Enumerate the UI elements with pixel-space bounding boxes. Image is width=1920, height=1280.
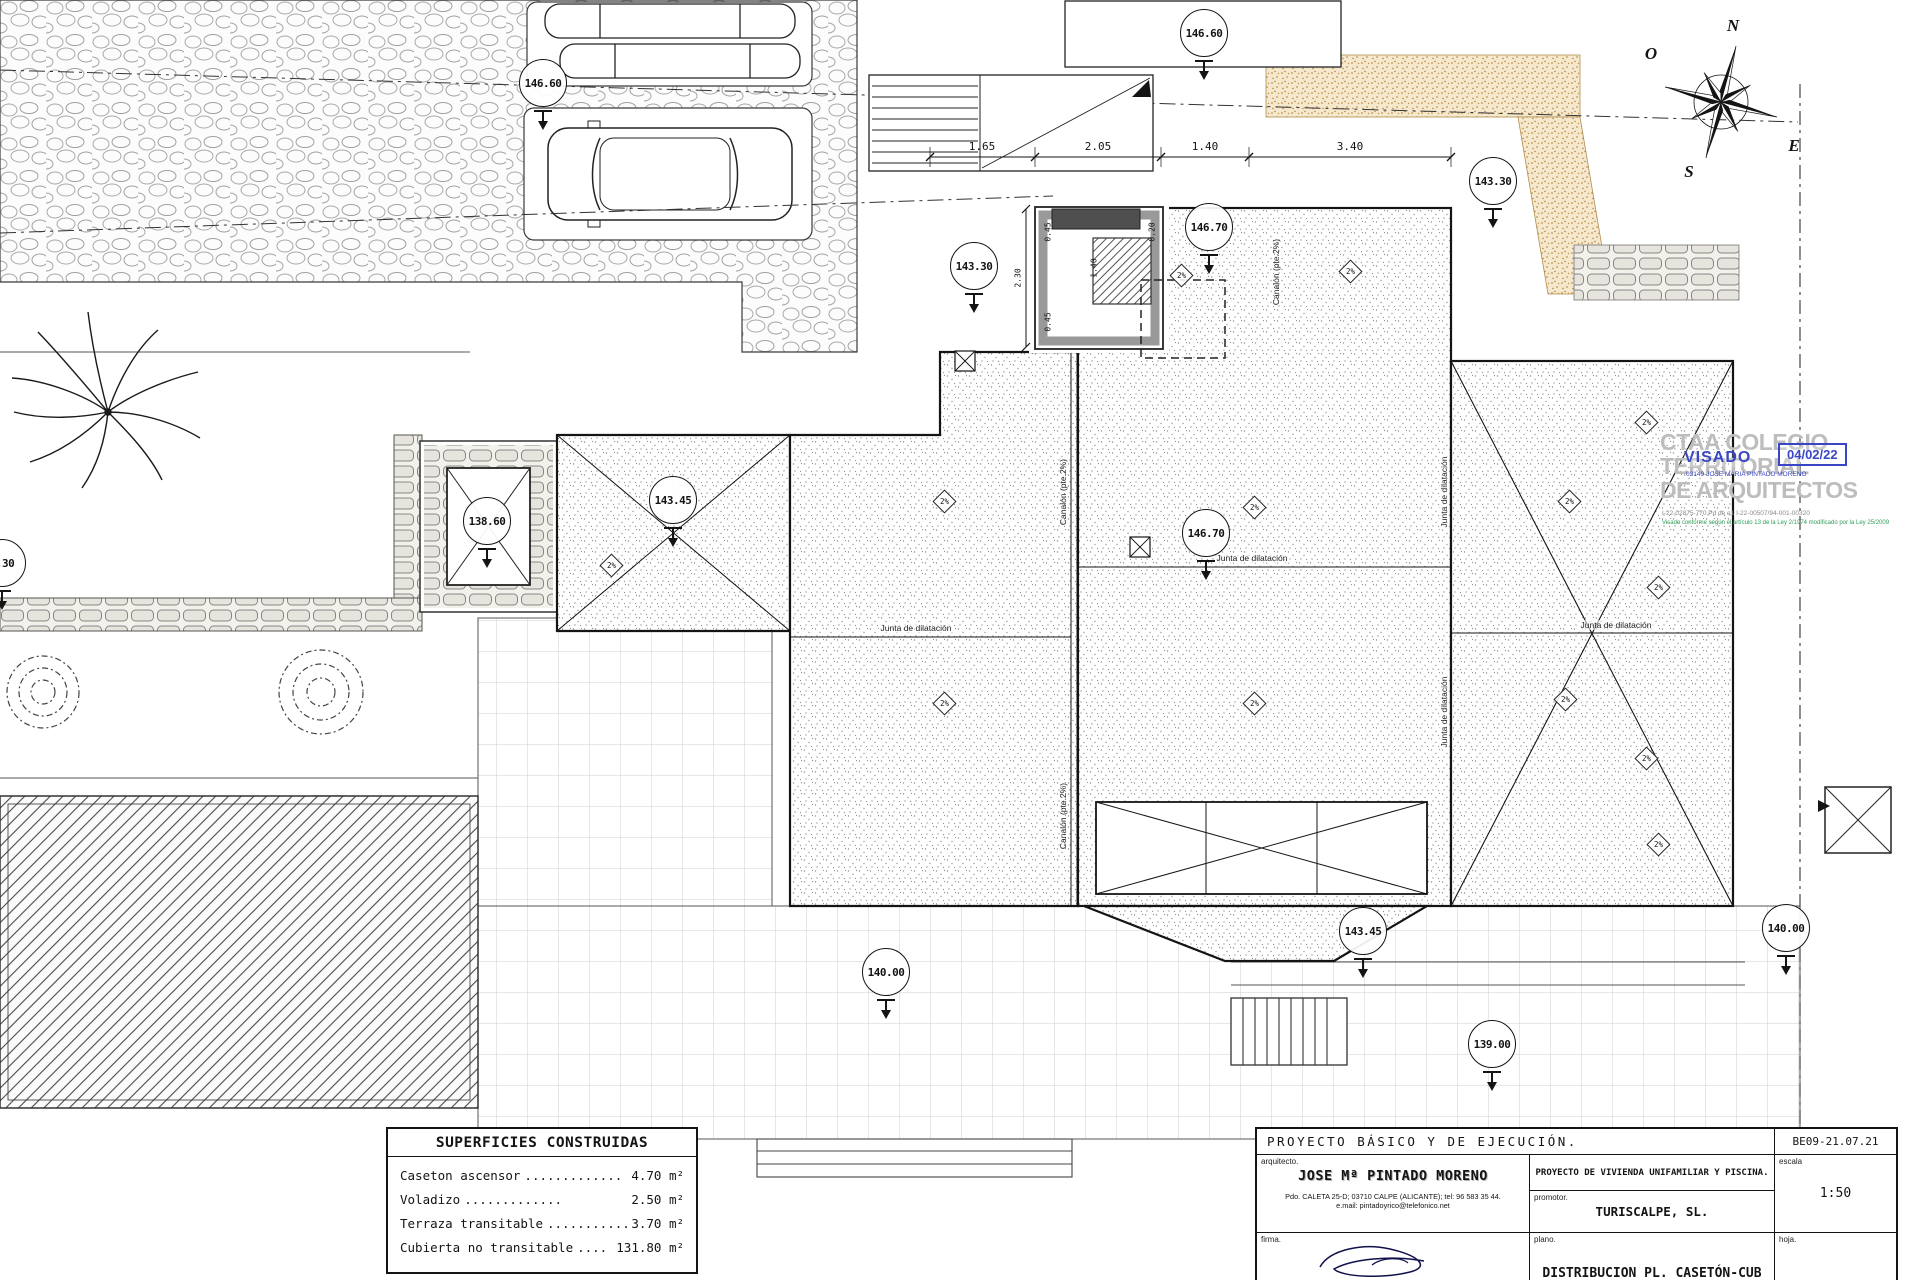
stamp-note: Visado conforme según el artículo 13 de … [1662,520,1890,526]
terrace-step-strip [756,1138,1073,1178]
elevator-shaft [1021,203,1226,359]
built-surfaces-table: SUPERFICIES CONSTRUIDAS Caseton ascensor… [386,1127,698,1274]
bush-plants [6,649,364,735]
promotor-name: TURISCALPE, SL. [1595,1204,1709,1219]
table-row: Voladizo ............. 2.50 m² [400,1192,684,1207]
parked-cars-area [523,1,813,241]
firma-label: firma. [1261,1235,1281,1244]
signature-cell: firma. [1257,1233,1530,1280]
stamp-colegiado: 02149-JOSE MARIA PINTADO MORENO [1686,471,1807,478]
plano-title: DISTRIBUCION PL. CASETÓN-CUB [1542,1266,1762,1280]
garden-border-lines [0,351,478,779]
architect-cell: arquitecto. JOSE Mª PINTADO MORENO Pdo. … [1257,1155,1530,1232]
hoja-label: hoja. [1779,1235,1797,1244]
staircase-top [868,74,1154,172]
promotor-cell: promotor. TURISCALPE, SL. [1530,1191,1774,1232]
arquitecto-label: arquitecto. [1261,1157,1299,1166]
skylight [1095,801,1428,895]
cobblestone-driveway [0,0,858,353]
stone-edging-strips [0,434,423,632]
palm-plant [11,311,201,489]
planter-skylight [419,440,558,613]
stair-direction-arrow-icon [1132,80,1151,97]
architect-name: JOSE Mª PINTADO MORENO [1298,1168,1488,1184]
pebble-band [1573,244,1740,301]
promotor-label: promotor. [1534,1193,1568,1202]
hoja-cell: hoja. [1775,1233,1896,1280]
table-row: Cubierta no transitable .... 131.80 m² [400,1240,684,1255]
escala-value: 1:50 [1819,1186,1852,1201]
small-roof-detail [1818,786,1892,854]
architect-address: Pdo. CALETA 25-D; 03710 CALPE (ALICANTE)… [1285,1192,1501,1201]
stamp-codes: I-22-02875-770 Pd de e1 I-22-00507/94-00… [1662,510,1810,517]
scale-cell: escala 1:50 [1775,1155,1896,1232]
dimension-chain [925,147,1456,167]
landing-box [1064,0,1342,68]
table-title: SUPERFICIES CONSTRUIDAS [388,1135,696,1157]
project-cell: PROYECTO DE VIVIENDA UNIFAMILIAR Y PISCI… [1530,1155,1775,1232]
compass-rose-icon [1664,45,1778,159]
project-code: BE09-21.07.21 [1792,1135,1879,1148]
table-row: Caseton ascensor ............. 4.70 m² [400,1168,684,1183]
project-description: PROYECTO DE VIVIENDA UNIFAMILIAR Y PISCI… [1530,1155,1774,1191]
swimming-pool [0,795,479,1109]
terrace-paving [312,617,1801,1178]
stairs-bottom [1230,997,1348,1066]
stamp-organization: CTAA COLEGIO TERRITORIAL DE ARQUITECTOS [1660,429,1858,503]
car-top-view-icon [544,3,801,79]
visado-stamp: CTAA COLEGIO TERRITORIAL DE ARQUITECTOS … [1660,430,1906,546]
signature [1319,1246,1425,1278]
stamp-visado-text: VISADO [1684,449,1752,467]
project-header: PROYECTO BÁSICO Y DE EJECUCIÓN. [1257,1129,1775,1154]
car-top-view-icon [547,120,793,228]
stamp-date: 04/02/22 [1778,443,1847,466]
escala-label: escala [1779,1157,1803,1166]
table-row: Terraza transitable ............ 3.70 m² [400,1216,684,1231]
expansion-joint-icon [954,350,1151,558]
plano-label: plano. [1534,1235,1556,1244]
title-block: PROYECTO BÁSICO Y DE EJECUCIÓN. BE09-21.… [1255,1127,1898,1280]
architect-email: e.mail: pintadoyrico@telefonico.net [1336,1201,1450,1210]
roof-left-section [788,350,1080,908]
plano-cell: plano. DISTRIBUCION PL. CASETÓN-CUB [1530,1233,1775,1280]
